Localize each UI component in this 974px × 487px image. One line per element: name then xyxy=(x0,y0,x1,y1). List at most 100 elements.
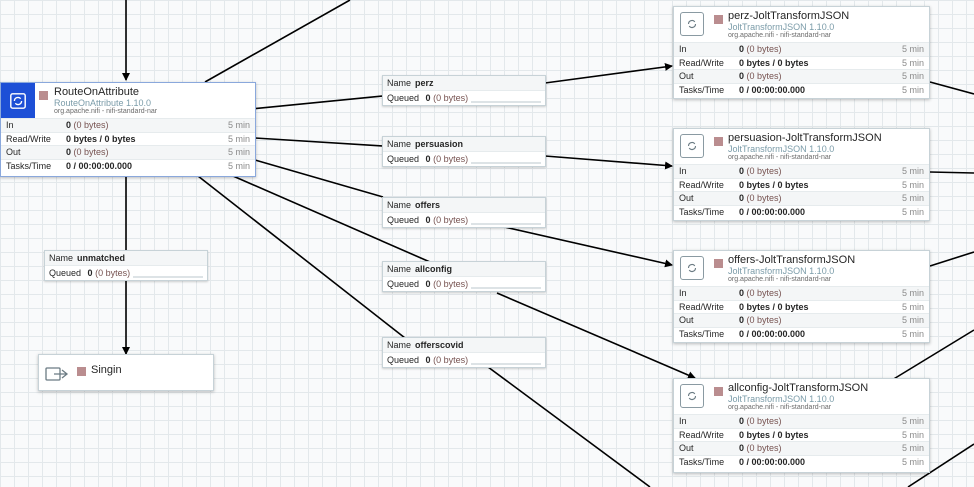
processor-allconfig-jolttransformjson[interactable]: allconfig-JoltTransformJSON JoltTransfor… xyxy=(673,378,930,473)
stat-value: 0 / 00:00:00.000 xyxy=(66,161,133,171)
stat-label: In xyxy=(674,164,734,178)
processor-type: JoltTransformJSON 1.10.0 xyxy=(728,144,835,154)
stat-label: Out xyxy=(674,191,734,205)
stat-value: 0 xyxy=(66,120,72,131)
conn-name: offers xyxy=(415,200,441,210)
stat-label: Out xyxy=(674,313,734,327)
stat-value: 0 xyxy=(739,71,745,82)
stat-label: Read/Write xyxy=(674,299,734,314)
stat-value: 0 xyxy=(739,288,745,299)
processor-perz-jolttransformjson[interactable]: perz-JoltTransformJSON JoltTransformJSON… xyxy=(673,6,930,99)
processor-bundle: org.apache.nifi - nifi-standard-nar xyxy=(728,154,832,161)
conn-name-label: Name xyxy=(387,340,412,350)
stat-label: Tasks/Time xyxy=(674,204,734,219)
stat-value: 0 / 00:00:00.000 xyxy=(739,85,806,95)
processor-icon xyxy=(680,256,704,280)
stat-extra: (0 bytes) xyxy=(73,120,109,131)
stat-extra: (0 bytes) xyxy=(746,416,782,427)
stat-value: 0 bytes / 0 bytes xyxy=(739,57,809,68)
stat-value: 0 / 00:00:00.000 xyxy=(739,457,806,467)
stopped-state-icon xyxy=(714,15,723,24)
stat-time: 5 min xyxy=(873,414,929,428)
edge-offers-out xyxy=(929,251,974,267)
conn-queued-label: Queued xyxy=(387,279,420,289)
stat-extra: (0 bytes) xyxy=(746,288,782,299)
stat-value: 0 xyxy=(739,193,745,204)
processor-name: persuasion-JoltTransformJSON xyxy=(728,132,882,144)
edge-route-offerscovid xyxy=(197,175,406,339)
conn-queued-count: 0 xyxy=(425,355,431,365)
stat-label: Out xyxy=(674,69,734,83)
stat-label: Tasks/Time xyxy=(674,82,734,97)
edge-route-allconfig xyxy=(232,175,431,263)
conn-queued-label: Queued xyxy=(387,355,420,365)
stat-time: 5 min xyxy=(873,55,929,70)
conn-queued-label: Queued xyxy=(387,215,420,225)
stat-time: 5 min xyxy=(873,313,929,327)
output-port-singin[interactable]: Singin xyxy=(38,354,214,391)
edge-bottom-right xyxy=(907,443,974,487)
conn-name-label: Name xyxy=(387,264,412,274)
stat-time: 5 min xyxy=(873,164,929,178)
stat-label: Read/Write xyxy=(674,177,734,192)
conn-queued-label: Queued xyxy=(387,154,420,164)
edge-offers-processor xyxy=(499,225,673,268)
conn-name: persuasion xyxy=(415,139,464,149)
stat-label: Read/Write xyxy=(674,55,734,70)
stat-label: Tasks/Time xyxy=(1,158,61,173)
stat-time: 5 min xyxy=(873,299,929,314)
conn-queued-size: (0 bytes) xyxy=(433,215,469,225)
queue-bar xyxy=(471,162,541,164)
processor-bundle: org.apache.nifi - nifi-standard-nar xyxy=(54,108,158,115)
edge-perz-out xyxy=(929,81,974,95)
conn-queued-size: (0 bytes) xyxy=(95,268,131,278)
queue-bar xyxy=(471,223,541,225)
processor-icon xyxy=(680,384,704,408)
edge-route-persuasion xyxy=(254,137,384,147)
stopped-state-icon xyxy=(77,367,86,376)
conn-name-label: Name xyxy=(387,200,412,210)
stat-time: 5 min xyxy=(873,326,929,341)
queue-bar xyxy=(471,101,541,103)
stat-value: 0 xyxy=(739,166,745,177)
processor-offers-jolttransformjson[interactable]: offers-JoltTransformJSON JoltTransformJS… xyxy=(673,250,930,343)
stat-time: 5 min xyxy=(873,427,929,442)
stat-time: 5 min xyxy=(199,118,255,132)
stat-label: In xyxy=(674,414,734,428)
processor-routeonattribute[interactable]: RouteOnAttribute RouteOnAttribute 1.10.0… xyxy=(0,82,256,177)
conn-name: allconfig xyxy=(415,264,453,274)
stat-label: Tasks/Time xyxy=(674,326,734,341)
stat-extra: (0 bytes) xyxy=(746,71,782,82)
stat-label: Tasks/Time xyxy=(674,454,734,469)
stat-label: Out xyxy=(1,145,61,159)
stat-value: 0 xyxy=(739,416,745,427)
stat-time: 5 min xyxy=(873,42,929,56)
queue-bar xyxy=(133,276,203,278)
stat-time: 5 min xyxy=(873,441,929,455)
stat-extra: (0 bytes) xyxy=(746,443,782,454)
stat-time: 5 min xyxy=(199,158,255,173)
processor-persuasion-jolttransformjson[interactable]: persuasion-JoltTransformJSON JoltTransfo… xyxy=(673,128,930,221)
processor-name: allconfig-JoltTransformJSON xyxy=(728,382,869,394)
stat-time: 5 min xyxy=(873,82,929,97)
stat-value: 0 bytes / 0 bytes xyxy=(739,429,809,440)
stat-time: 5 min xyxy=(873,177,929,192)
processor-type: RouteOnAttribute 1.10.0 xyxy=(54,98,152,108)
conn-name-label: Name xyxy=(387,139,412,149)
processor-bundle: org.apache.nifi - nifi-standard-nar xyxy=(728,404,832,411)
conn-queued-size: (0 bytes) xyxy=(433,279,469,289)
conn-name: perz xyxy=(415,78,434,88)
processor-type: JoltTransformJSON 1.10.0 xyxy=(728,394,835,404)
conn-queued-count: 0 xyxy=(425,154,431,164)
